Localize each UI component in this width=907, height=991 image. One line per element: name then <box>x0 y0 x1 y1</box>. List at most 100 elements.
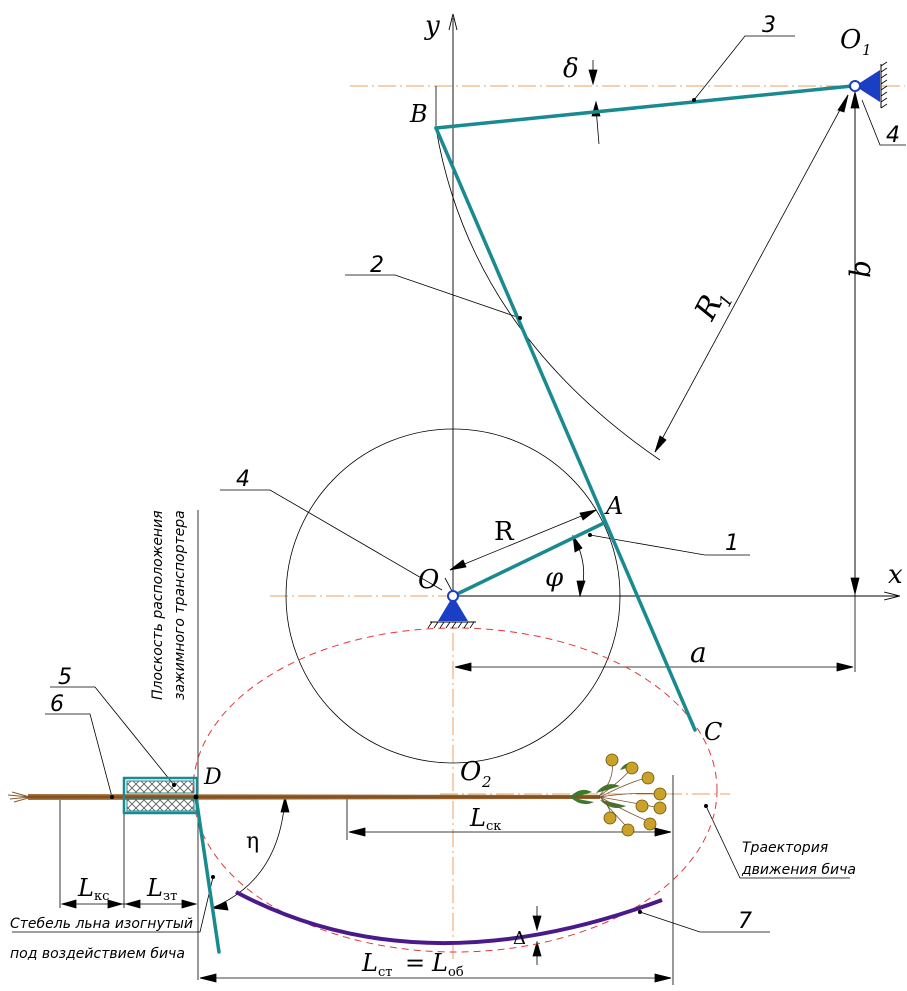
label-d: D <box>203 765 222 790</box>
phi-arrow-bot <box>576 580 586 598</box>
callout-3: 3 <box>762 13 776 38</box>
pivot-o1 <box>849 80 861 92</box>
stem-root-whiskers <box>7 791 33 803</box>
b-dim-arrow-bot <box>850 577 860 595</box>
svg-text:ст: ст <box>378 965 392 980</box>
leader-7 <box>639 911 770 933</box>
delta-arrow-bot <box>591 100 601 117</box>
label-x-axis: x <box>888 560 903 590</box>
label-o: O <box>418 565 439 595</box>
label-o2: O <box>460 757 481 787</box>
lzt-arrow-mid2 <box>124 899 141 909</box>
label-o2-sub: 2 <box>481 773 492 791</box>
svg-text:L: L <box>361 949 378 977</box>
callout-5: 5 <box>58 665 72 690</box>
pivot-o <box>447 590 459 602</box>
delta-arrow-top <box>588 69 598 86</box>
y-axis-arrow <box>448 13 458 31</box>
svg-text:зажимного транспортера: зажимного транспортера <box>172 510 188 700</box>
label-o1-sub: 1 <box>862 41 872 59</box>
leaf <box>570 797 594 805</box>
callout-4-top: 4 <box>886 123 900 148</box>
label-lst-eq-lob: L ст = L об <box>361 949 464 980</box>
leader-6 <box>45 713 113 798</box>
r1-arc <box>435 127 661 461</box>
support-o1-triangle <box>855 70 880 102</box>
seed-capsule <box>605 753 619 767</box>
clamp-upper-hatch <box>126 780 195 794</box>
label-b: B <box>409 100 428 128</box>
lst-arrow-right <box>654 973 672 983</box>
leaders <box>12 35 906 933</box>
stem-bent <box>194 795 221 954</box>
eta-arrow-bot <box>210 901 229 911</box>
dot-1 <box>588 533 592 537</box>
support-o1 <box>849 61 888 109</box>
svg-text:L: L <box>469 804 486 832</box>
r-dim-line <box>449 509 597 571</box>
label-delta-cap: Δ <box>513 928 526 949</box>
r-ext-o <box>444 577 453 592</box>
callout-4-left: 4 <box>236 467 250 492</box>
b-dim-arrow-top <box>850 91 860 109</box>
r1-dim-line <box>654 94 849 453</box>
note-stem: Стебель льна изогнутый под воздействием … <box>10 916 193 962</box>
seed-capsule <box>603 811 617 825</box>
dot-trajectory <box>704 804 708 808</box>
lks-arrow-left <box>60 899 77 909</box>
leader-stem <box>12 876 214 933</box>
clamp-lower-hatch <box>126 798 195 812</box>
link-3-bo1 <box>434 84 854 130</box>
dot-2 <box>518 316 522 320</box>
lzt-arrow-right <box>181 899 198 909</box>
callout-2: 2 <box>370 253 384 278</box>
delta-cap-arrow-bot <box>532 940 542 957</box>
note-trajectory: Траектория движения бича <box>741 840 856 878</box>
leader-1 <box>589 534 750 556</box>
eta-arc <box>211 796 286 909</box>
a-dim-arrow-right <box>836 662 854 672</box>
flax-stem <box>7 753 667 837</box>
r-dim-arrow-right <box>579 509 597 521</box>
x-axis-arrow <box>883 591 901 601</box>
svg-text:=: = <box>405 949 425 977</box>
dot-d <box>193 794 199 800</box>
crank-circle <box>285 428 621 764</box>
label-phi: φ <box>545 563 564 593</box>
label-lks: L кс <box>77 874 109 904</box>
label-delta: δ <box>563 54 579 84</box>
svg-text:Траектория: Траектория <box>742 840 828 856</box>
seed-capsule <box>641 771 655 785</box>
lks-arrow-mid1 <box>107 899 124 909</box>
dot-7 <box>638 910 642 914</box>
beater-trajectory <box>192 627 718 953</box>
label-o1: O <box>840 25 861 55</box>
svg-text:L: L <box>77 874 94 902</box>
beater-bar <box>235 890 663 945</box>
dot-5 <box>172 783 176 787</box>
seed-capsule <box>653 801 667 815</box>
svg-text:Плоскость расположения: Плоскость расположения <box>150 510 166 700</box>
label-a-dim: a <box>690 636 707 669</box>
dot-6 <box>110 795 114 799</box>
callout-1: 1 <box>725 531 739 556</box>
svg-text:L: L <box>431 949 448 977</box>
lck-arrow-right <box>654 827 672 837</box>
links <box>194 84 854 954</box>
r1-dim-arrow-top <box>837 94 849 113</box>
dot-stem <box>211 875 215 879</box>
dimensions <box>60 60 860 983</box>
seed-capsule <box>653 787 667 801</box>
label-y-axis: y <box>424 11 440 41</box>
callout-7: 7 <box>738 909 752 934</box>
label-b-dim: b <box>844 260 877 278</box>
label-r1: R 1 <box>688 289 738 326</box>
link-dots <box>518 98 696 537</box>
link-1-oa <box>451 521 606 598</box>
leader-trajectory <box>705 805 850 879</box>
dot-3 <box>692 98 696 102</box>
label-c: C <box>704 718 722 746</box>
label-a-point: A <box>604 492 623 520</box>
